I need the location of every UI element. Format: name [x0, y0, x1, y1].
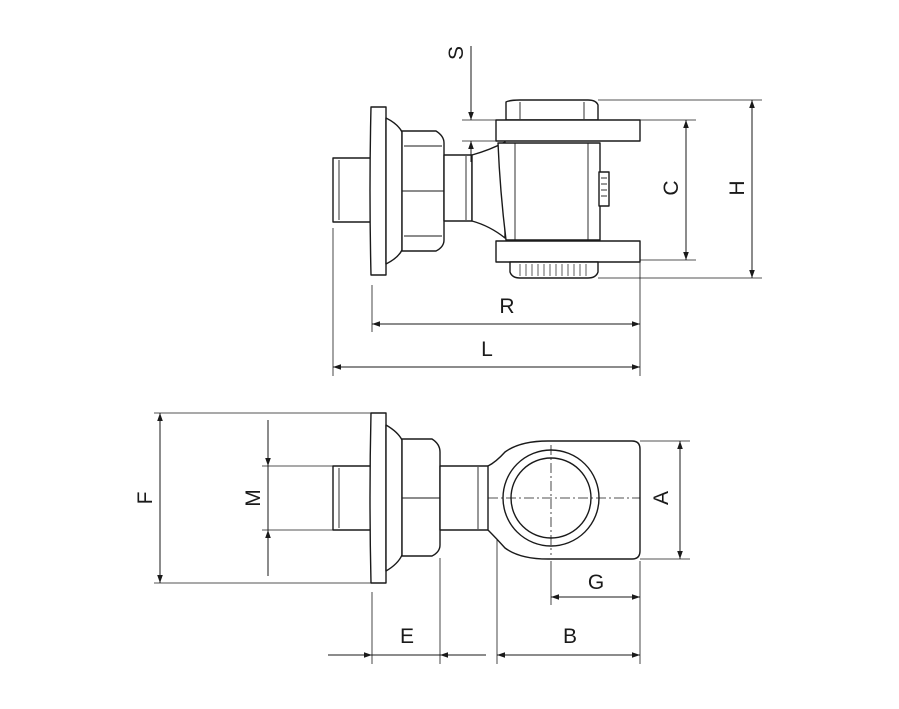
bolt-thread-end: [332, 157, 374, 223]
dimension-e: E: [328, 625, 486, 658]
dimension-r: R: [372, 295, 640, 327]
washer-cone: [385, 117, 403, 265]
label-c: C: [660, 180, 683, 195]
label-b: B: [563, 625, 577, 648]
label-r: R: [499, 295, 514, 318]
dimension-c: C: [660, 120, 689, 260]
hinge-body: [497, 142, 601, 241]
top-cap: [505, 99, 599, 121]
side-view-extension-lines: [332, 99, 762, 376]
dimension-h: H: [726, 100, 755, 278]
dimension-b: B: [497, 625, 640, 658]
knurled-nut: [509, 261, 599, 279]
label-e: E: [400, 625, 414, 648]
side-view: [332, 99, 641, 279]
label-h: H: [726, 180, 749, 195]
label-l: L: [481, 338, 493, 361]
upper-plate: [495, 119, 641, 142]
label-m: M: [242, 489, 265, 507]
dimension-m: M: [242, 420, 271, 576]
knurl-lines: [519, 264, 587, 276]
shank-2: [439, 465, 493, 531]
washer-cone-2: [385, 424, 403, 572]
pin-clip: [598, 171, 610, 207]
bolt-thread-end-2: [332, 465, 374, 531]
label-a: A: [650, 491, 673, 505]
label-g: G: [588, 571, 604, 594]
top-view-extension-lines: [154, 412, 690, 664]
dimension-l: L: [333, 338, 640, 370]
top-view: [332, 412, 641, 584]
neck: [471, 141, 506, 239]
shank: [443, 154, 473, 222]
label-s: S: [445, 46, 468, 60]
label-f: F: [134, 492, 157, 505]
washer-flange: [369, 106, 387, 276]
dimension-a: A: [650, 441, 683, 559]
dimension-s: S: [445, 46, 474, 162]
hex-nut-2: [401, 438, 441, 557]
lower-plate: [495, 240, 641, 263]
dimension-f: F: [134, 413, 163, 583]
dimension-g: G: [551, 571, 640, 600]
washer-flange-2: [369, 412, 387, 584]
